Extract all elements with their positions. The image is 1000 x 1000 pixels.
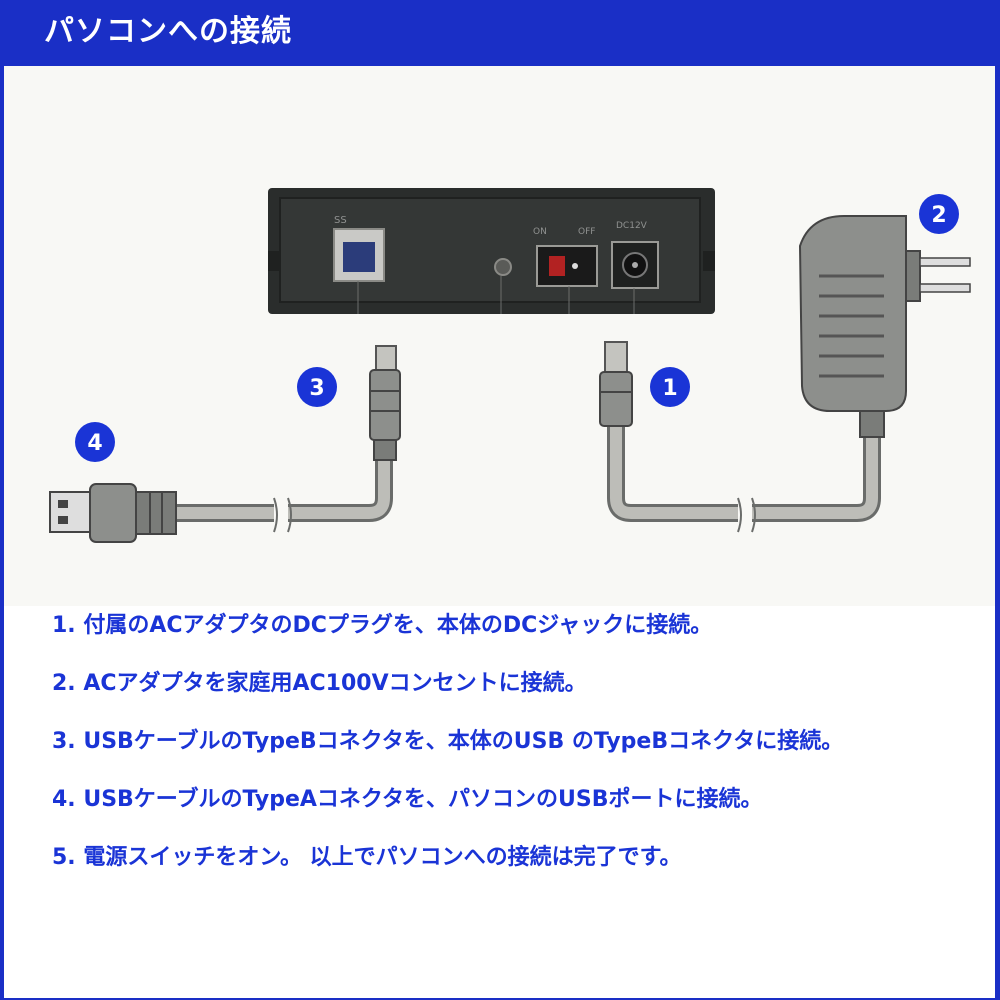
dc-plug xyxy=(599,341,633,427)
ac-cable-break xyxy=(737,497,756,533)
power-switch: ON OFF xyxy=(533,227,598,287)
connection-diagram: SS ON OFF DC12V xyxy=(4,66,995,606)
ac-adapter xyxy=(798,215,971,438)
usb-b-port: SS xyxy=(333,215,385,282)
badge-1: 1 xyxy=(650,367,690,407)
content-panel: SS ON OFF DC12V xyxy=(4,66,995,998)
badge-3-label: 3 xyxy=(309,376,324,401)
ac-adapter-cable xyxy=(607,411,881,522)
dc-label: DC12V xyxy=(616,221,648,231)
usb-logo-label: SS xyxy=(334,215,347,226)
instruction-step-1: 1. 付属のACアダプタのDCプラグを、本体のDCジャックに接続。 xyxy=(52,613,713,638)
switch-off-label: OFF xyxy=(578,227,595,237)
usb-a-connector xyxy=(49,483,177,543)
usb-cable xyxy=(174,454,393,522)
instruction-step-4: 4. USBケーブルのTypeAコネクタを、パソコンのUSBポートに接続。 xyxy=(52,787,763,812)
instruction-step-3: 3. USBケーブルのTypeBコネクタを、本体のUSB のTypeBコネクタに… xyxy=(52,729,844,754)
instruction-step-5: 5. 電源スイッチをオン。 以上でパソコンへの接続は完了です。 xyxy=(52,845,682,870)
usb-cable-break xyxy=(273,497,292,533)
switch-on-label: ON xyxy=(533,227,547,237)
dc-jack: DC12V xyxy=(611,221,659,289)
device-rear-panel: SS ON OFF DC12V xyxy=(268,188,715,314)
diagram-svg: SS ON OFF DC12V xyxy=(49,188,971,543)
header-bar: パソコンへの接続 xyxy=(0,0,1000,66)
usb-b-connector xyxy=(369,345,401,461)
badge-4-label: 4 xyxy=(87,431,102,456)
badge-2-label: 2 xyxy=(931,203,946,228)
led-indicator xyxy=(494,258,512,276)
badge-2: 2 xyxy=(919,194,959,234)
badge-1-label: 1 xyxy=(662,376,677,401)
instruction-step-2: 2. ACアダプタを家庭用AC100Vコンセントに接続。 xyxy=(52,671,587,696)
badge-3: 3 xyxy=(297,367,337,407)
page-title: パソコンへの接続 xyxy=(44,14,292,49)
badge-4: 4 xyxy=(75,422,115,462)
